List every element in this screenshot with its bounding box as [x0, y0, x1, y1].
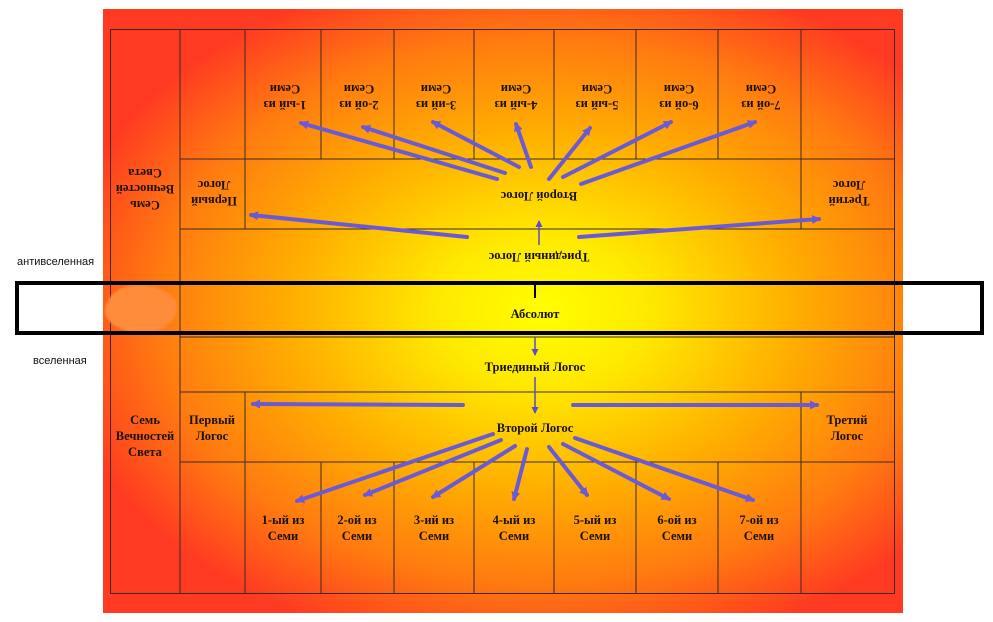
arrow-mirror-to-1 [299, 120, 499, 181]
arrow-mirror-to-first [249, 211, 469, 239]
absolute-band-frame [15, 281, 984, 335]
grid-lines [110, 29, 895, 594]
label-third-logos-mirror: Третий Логос [828, 178, 870, 208]
arrow-second-to-1 [295, 432, 495, 503]
label-seven-7-mirror: 7-ой из Семи [741, 82, 781, 112]
label-third-logos: Третий Логос [826, 413, 868, 443]
label-seven-1: 1-ый из Семи [261, 513, 305, 543]
arrow-mirror-to-6 [561, 120, 673, 179]
label-seven-7: 7-ой из Семи [739, 513, 779, 543]
arrow-second-to-5 [547, 445, 589, 497]
label-first-logos-mirror: Первый Логос [191, 178, 237, 208]
label-seven-4: 4-ый из Семи [492, 513, 536, 543]
arrow-mirror-to-3 [431, 120, 521, 169]
label-seven-6: 6-ой из Семи [657, 513, 697, 543]
diagram-board: Абсолют Триединый Логос Второй Логос Пер… [103, 9, 903, 613]
label-seven-3-mirror: 3-ий из Семи [415, 82, 457, 112]
arrow-second-to-7 [573, 436, 755, 502]
label-antiuniverse: антивселенная [17, 256, 95, 268]
arrow-mirror-to-7 [579, 120, 757, 186]
label-seven-5-mirror: 5-ый из Семи [575, 82, 619, 112]
label-seven-6-mirror: 6-ой из Семи [659, 82, 699, 112]
label-seven-4-mirror: 4-ый из Семи [494, 82, 538, 112]
label-seven-2: 2-ой из Семи [337, 513, 377, 543]
label-universe: вселенная [33, 355, 87, 367]
arrow-second-to-4 [511, 447, 529, 501]
label-triune-logos-mirror: Триединый Логос [488, 250, 590, 264]
arrow-mirror-to-third [577, 215, 821, 239]
arrow-mirror-to-5 [547, 126, 592, 181]
label-second-logos: Второй Логос [496, 421, 574, 435]
arrow-second-to-first [251, 399, 465, 409]
label-triune-logos: Триединый Логос [484, 360, 586, 374]
label-seven-eternities-mirror: Семь Вечностей Света [115, 166, 175, 212]
arrow-mirror-to-4 [514, 122, 533, 169]
label-absolute: Абсолют [510, 307, 560, 321]
arrow-second-to-2 [363, 438, 503, 497]
label-seven-1-mirror: 1-ый из Семи [263, 82, 307, 112]
label-seven-3: 3-ий из Семи [413, 513, 455, 543]
label-seven-eternities: Семь Вечностей Света [115, 413, 175, 459]
arrow-second-to-3 [431, 444, 517, 499]
label-second-logos-mirror: Второй Логос [500, 189, 578, 203]
orange-blob [105, 285, 177, 333]
arrow-mirror-to-2 [361, 124, 507, 175]
label-seven-5: 5-ый из Семи [573, 513, 617, 543]
label-seven-2-mirror: 2-ой из Семи [339, 82, 379, 112]
arrow-second-to-6 [561, 442, 671, 501]
label-first-logos: Первый Логос [189, 413, 235, 443]
